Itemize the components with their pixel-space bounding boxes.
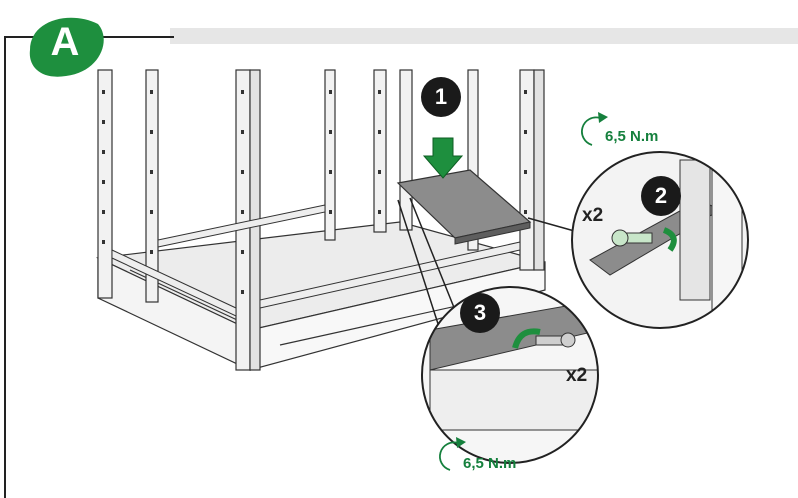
torque-arrow-icon	[581, 116, 601, 146]
down-arrow-icon	[422, 137, 464, 179]
torque-arrow-icon	[439, 441, 459, 471]
step-3-badge	[460, 293, 500, 333]
step-1-badge	[421, 77, 461, 117]
quantity-label-3: x2	[566, 365, 588, 386]
rack-holes	[102, 90, 527, 294]
detail-view-3	[421, 286, 599, 464]
rack-rails	[111, 204, 521, 317]
step-3-number: 3	[473, 300, 487, 325]
step-badge-a	[29, 17, 104, 77]
step-2-badge	[641, 176, 681, 216]
torque-top-label: 6,5 N.m	[605, 128, 659, 145]
step-badge-a-label: A	[50, 20, 80, 64]
header-bar	[170, 28, 798, 44]
screw-icon	[535, 332, 576, 348]
step-1-number: 1	[434, 84, 448, 109]
callout-lines	[397, 197, 579, 331]
frame-left-line	[4, 36, 6, 498]
rack-uprights	[97, 69, 545, 371]
screw-icon	[611, 229, 653, 247]
quantity-label-2: x2	[582, 205, 604, 226]
torque-bottom-label: 6,5 N.m	[463, 455, 517, 472]
step-2-number: 2	[654, 183, 668, 208]
